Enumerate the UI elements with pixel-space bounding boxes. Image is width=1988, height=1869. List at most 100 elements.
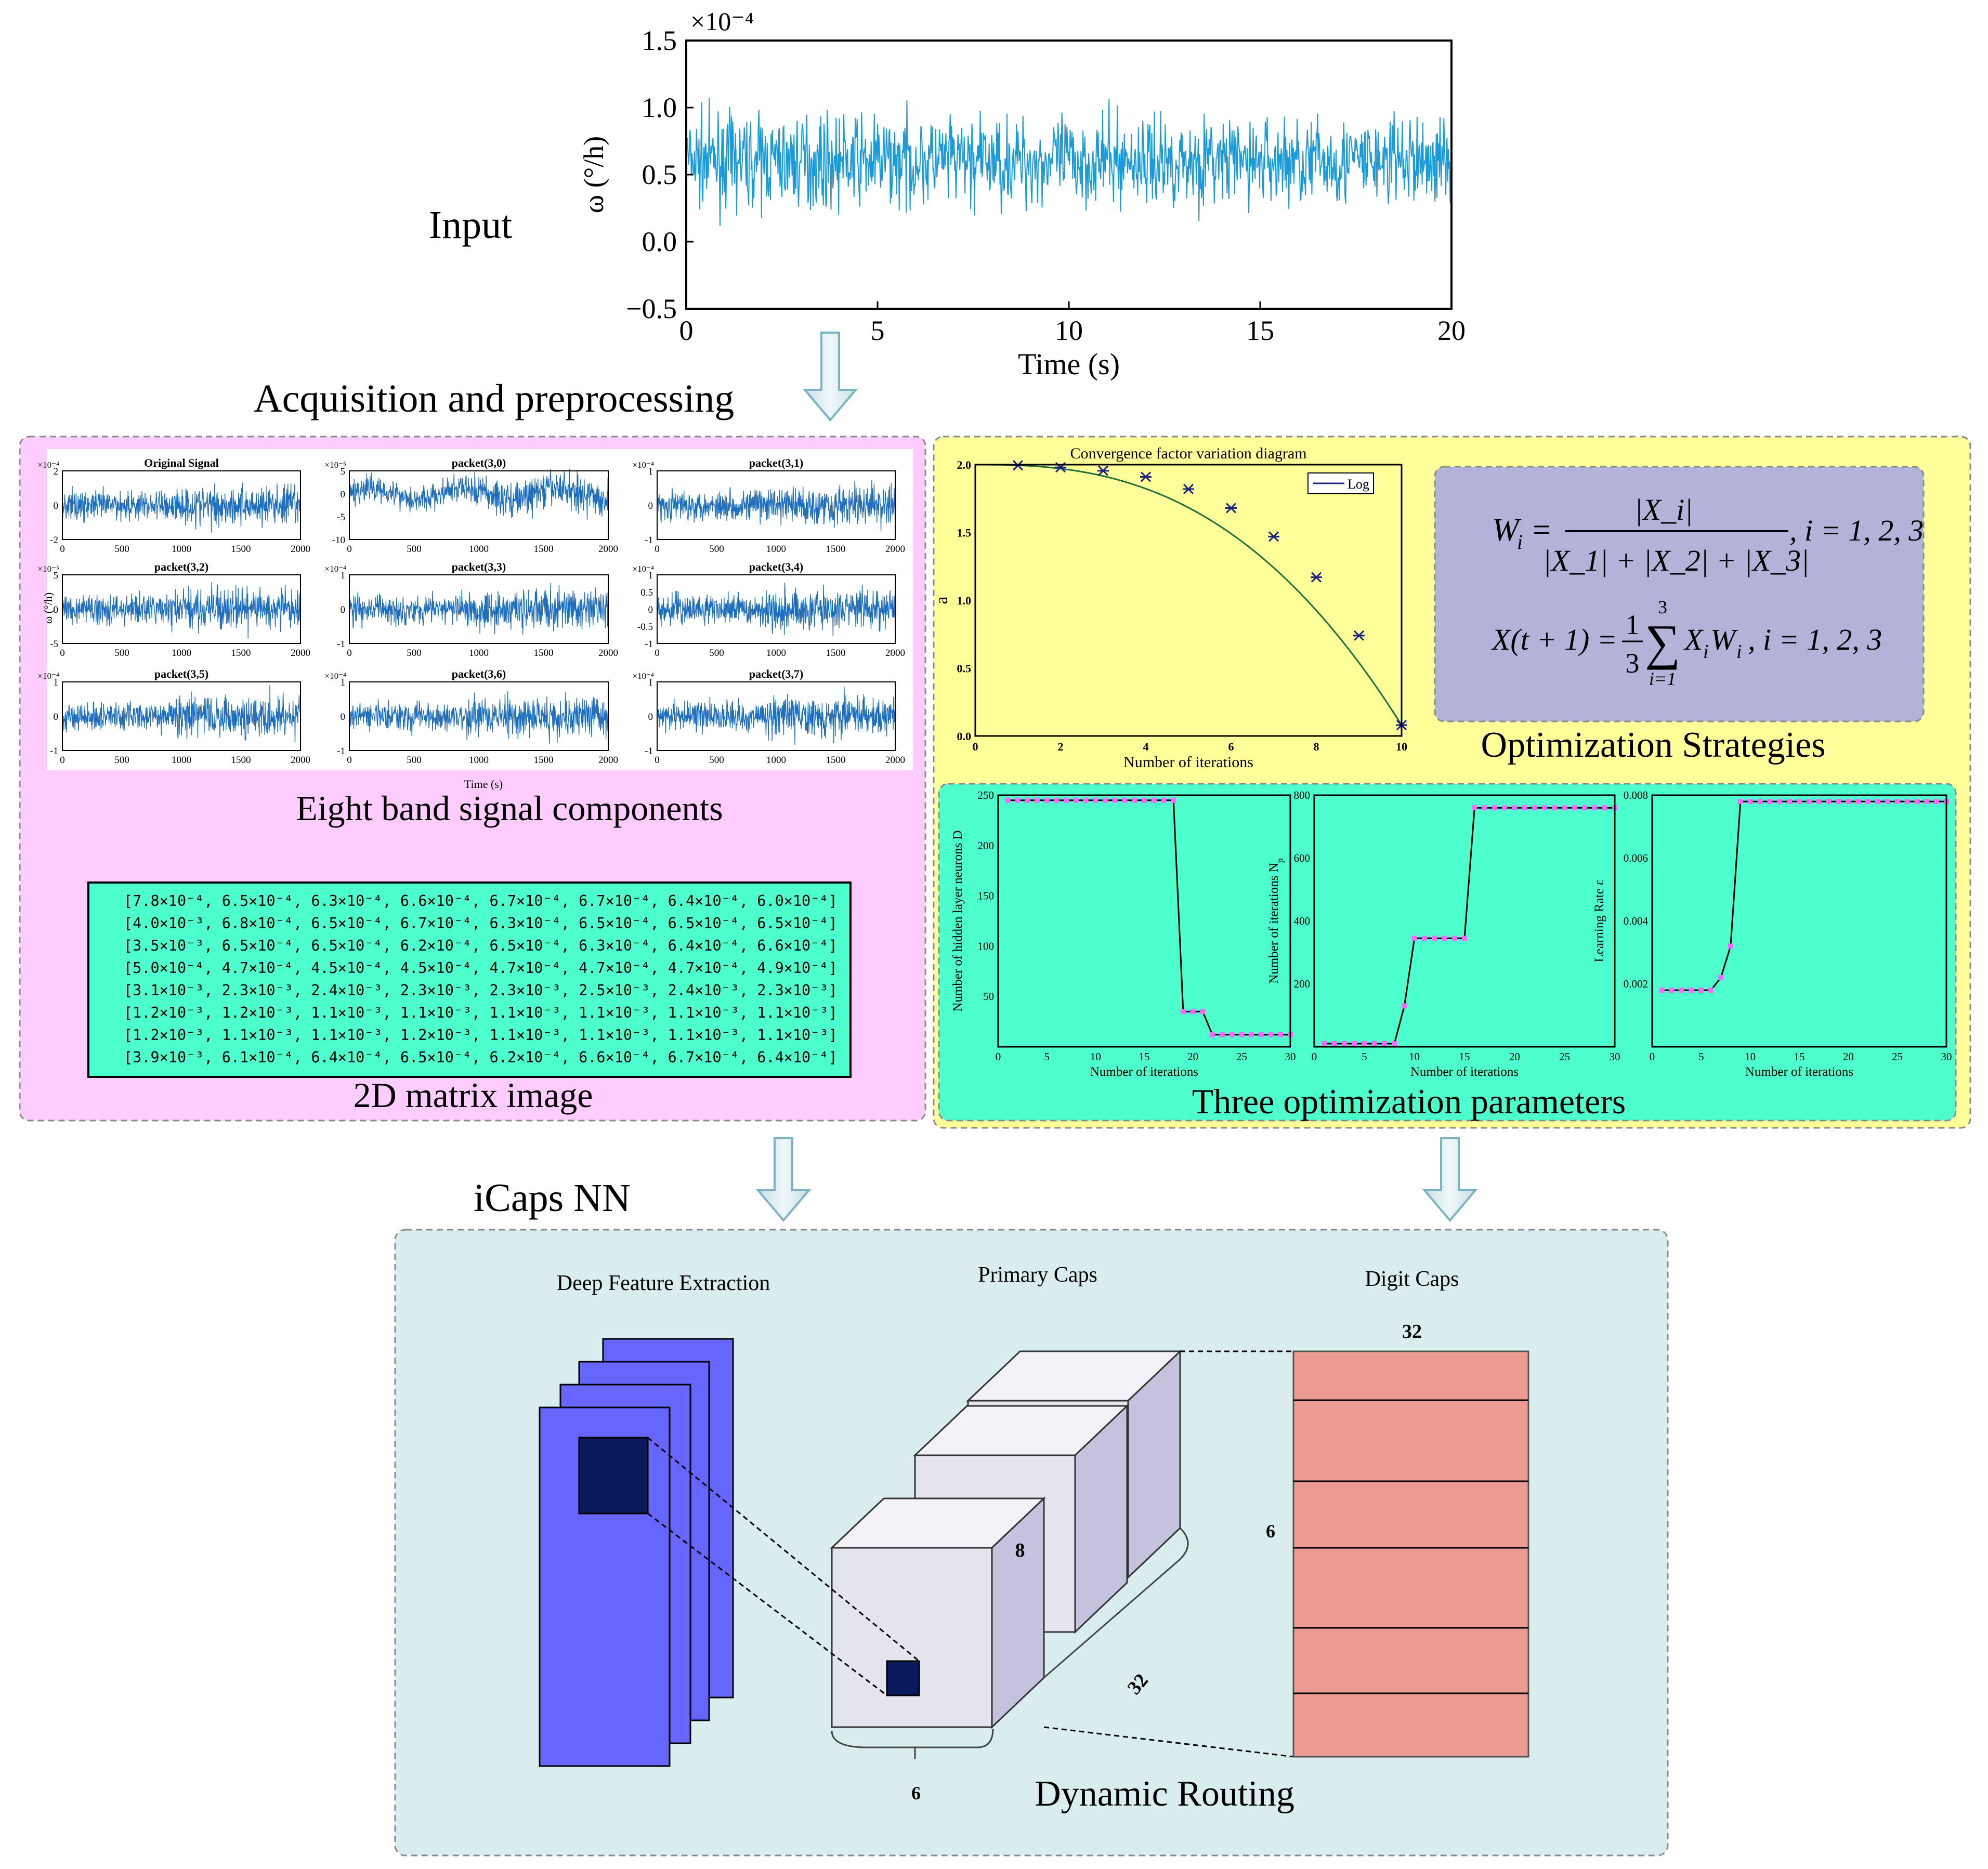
param-y-tick: 600 <box>1294 852 1311 864</box>
param-point <box>1064 797 1069 803</box>
param-point <box>1025 797 1030 803</box>
param-x-tick: 5 <box>1698 1050 1704 1063</box>
packet-x-tick: 500 <box>709 755 724 766</box>
convergence-point <box>1353 630 1365 641</box>
packet-y-tick: -1 <box>50 746 58 757</box>
matrix-image-label: 2D matrix image <box>354 1075 593 1115</box>
param-point <box>1381 1041 1387 1046</box>
param-point <box>1341 1041 1347 1046</box>
packet-trace <box>657 583 896 636</box>
param-point <box>1542 805 1548 811</box>
packet-x-tick: 2000 <box>291 544 310 555</box>
param-point <box>1572 805 1577 811</box>
param-x-tick: 5 <box>1044 1050 1050 1063</box>
dim-32-label-digit: 32 <box>1402 1321 1422 1342</box>
x-lhs: X(t + 1) = <box>1491 623 1617 656</box>
param-y-tick: 100 <box>978 940 995 952</box>
param-x-tick: 15 <box>1459 1050 1470 1063</box>
param-point <box>1894 799 1900 805</box>
packet-x-tick: 0 <box>347 648 352 659</box>
param-point <box>1161 797 1167 803</box>
packet-frame <box>62 681 301 751</box>
packet-frame <box>657 470 896 540</box>
param-frame <box>997 794 1291 1048</box>
param-point <box>1737 799 1743 805</box>
packet-trace <box>62 685 301 743</box>
convergence-y-tick: 0.0 <box>957 730 972 743</box>
convergence-y-tick: 1.0 <box>957 594 972 607</box>
packet-x-tick: 1500 <box>826 544 846 555</box>
param-point <box>1073 797 1079 803</box>
param-point <box>1846 799 1851 805</box>
packet-y-tick: 0 <box>648 604 653 615</box>
param-y-label: Learning Rate ε <box>1592 879 1606 962</box>
packet-x-tick: 1000 <box>172 648 191 659</box>
param-point <box>1421 936 1427 941</box>
param-point <box>1492 805 1497 811</box>
param-point <box>1602 805 1607 811</box>
weight-formula: W i = |X_i| |X_1| + |X_2| + |X_3| , i = … <box>1492 493 1924 577</box>
packet-x-tick: 500 <box>114 755 129 766</box>
param-point <box>1865 799 1871 805</box>
x-body: X <box>1683 623 1704 656</box>
three-params-label: Three optimization parameters <box>1192 1082 1626 1121</box>
packet-y-tick: 0 <box>648 712 653 722</box>
param-y-tick: 50 <box>983 990 994 1003</box>
packet-x-tick: 2000 <box>598 755 618 766</box>
convergence-title: Convergence factor variation diagram <box>1070 445 1306 462</box>
w-equals: = <box>1533 512 1551 548</box>
convergence-x-tick: 6 <box>1228 740 1234 753</box>
param-point <box>1924 799 1930 805</box>
param-x-tick: 10 <box>1090 1050 1101 1063</box>
projection-lines <box>647 1350 1294 1758</box>
packet-y-tick: -10 <box>332 535 345 546</box>
packet-x-tick: 1500 <box>231 648 251 659</box>
packet-trace <box>349 468 609 520</box>
packet-x-tick: 0 <box>60 544 65 555</box>
param-x-tick: 25 <box>1892 1050 1903 1063</box>
packet-title: packet(3,0) <box>452 456 506 469</box>
packet-trace <box>349 583 609 635</box>
matrix-row: [5.0×10⁻⁴, 4.7×10⁻⁴, 4.5×10⁻⁴, 4.5×10⁻⁴,… <box>124 959 838 977</box>
param-point <box>1522 805 1527 811</box>
param-point <box>1015 797 1021 803</box>
packet-exponent: ×10⁻⁴ <box>325 564 347 574</box>
packet-y-tick: 5 <box>54 570 59 581</box>
param-point <box>1757 799 1763 805</box>
w-tail: , i = 1, 2, 3 <box>1789 514 1924 547</box>
param-point <box>1462 936 1467 941</box>
param-point <box>1875 799 1880 805</box>
packet-y-tick: -1 <box>337 746 345 757</box>
y-tick-label: 0.5 <box>642 159 677 190</box>
acquisition-title: Acquisition and preprocessing <box>254 377 734 420</box>
param-x-label: Number of iterations <box>1090 1065 1198 1079</box>
packet-x-tick: 1000 <box>172 544 191 555</box>
packet-y-tick: 1 <box>341 570 346 581</box>
packet-y-tick: -1 <box>337 639 345 650</box>
param-point <box>1200 1009 1206 1015</box>
packet-exponent: ×10⁻⁴ <box>633 564 655 574</box>
packet-title: packet(3,3) <box>452 560 506 573</box>
packet-y-tick: 1 <box>648 570 653 581</box>
packet-x-tick: 0 <box>655 648 660 659</box>
param-point <box>1083 797 1089 803</box>
param-x-tick: 30 <box>1285 1050 1296 1063</box>
y-tick-label: 0.0 <box>642 226 677 257</box>
formula-box <box>1434 466 1925 722</box>
packet-y-tick: -0.5 <box>637 622 653 633</box>
packet-y-tick: -1 <box>645 639 653 650</box>
convergence-point <box>1140 471 1152 482</box>
brace-6 <box>831 1728 994 1759</box>
x-frac-num: 1 <box>1626 609 1640 640</box>
matrix-row: [1.2×10⁻³, 1.2×10⁻³, 1.1×10⁻³, 1.1×10⁻³,… <box>124 1004 838 1021</box>
digit-caps-block <box>1292 1350 1529 1758</box>
dynamic-routing-label: Dynamic Routing <box>1035 1774 1294 1814</box>
param-point <box>1836 799 1841 805</box>
x-tick-label: 0 <box>679 315 694 346</box>
convergence-x-tick: 0 <box>973 740 978 753</box>
w-lhs: W <box>1492 512 1522 548</box>
param-x-tick: 20 <box>1187 1050 1198 1063</box>
param-point <box>1190 1009 1196 1015</box>
x-body-sub: i <box>1703 641 1709 663</box>
